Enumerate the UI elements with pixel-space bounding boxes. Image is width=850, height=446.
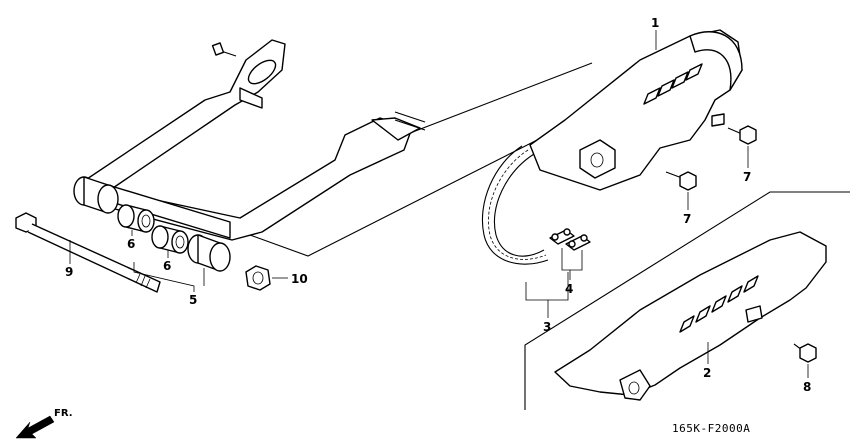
- direction-label: FR.: [54, 408, 73, 419]
- callout-5: 5: [189, 293, 197, 307]
- upper-chain-case: [529, 29, 743, 191]
- callout-6a: 6: [127, 237, 135, 251]
- swing-arm: [73, 39, 426, 272]
- callout-10: 10: [291, 272, 308, 286]
- callout-6b: 6: [163, 259, 171, 273]
- front-direction-arrow: FR.: [15, 408, 73, 439]
- callout-1: 1: [651, 16, 659, 30]
- callout-8: 8: [803, 380, 811, 394]
- master-link: [549, 228, 591, 251]
- diagram-code: 165K-F2000A: [672, 422, 750, 435]
- callout-3: 3: [543, 320, 551, 334]
- lower-chain-case: [554, 231, 827, 401]
- drive-chain: [481, 145, 549, 265]
- leader-lines: [69, 30, 809, 378]
- callout-7b: 7: [683, 212, 691, 226]
- callout-7a: 7: [743, 170, 751, 184]
- callout-2: 2: [703, 366, 711, 380]
- callout-9: 9: [65, 265, 73, 279]
- pivot-nut: [245, 265, 271, 291]
- callout-4: 4: [565, 282, 573, 296]
- pivot-bolt: [15, 212, 161, 293]
- bushings: [117, 204, 189, 254]
- callout-numbers: 1 2 3 4 5 6 6 7 7 8 9 10: [65, 16, 811, 394]
- frame-lines: [249, 62, 850, 410]
- arrow-icon: [15, 415, 55, 439]
- bolts: [665, 125, 817, 363]
